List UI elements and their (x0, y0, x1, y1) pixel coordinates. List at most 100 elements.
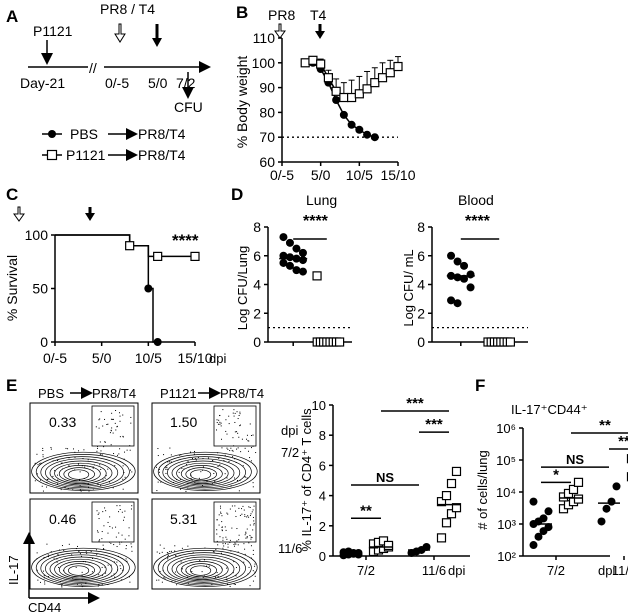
flow-event-p1121-11-6-60 (245, 532, 247, 534)
flow-bg-event-pbs-11-6-65 (85, 582, 87, 584)
flow-bg-event-p1121-7-2-29 (242, 465, 244, 467)
flow-event-p1121-11-6-33 (219, 536, 221, 538)
lung-title: Lung (306, 192, 337, 208)
flow-event-p1121-7-2-48 (234, 431, 236, 433)
flow-bg-event-p1121-7-2-66 (187, 487, 189, 489)
flow-contour-pbs-7-2-8 (35, 454, 130, 490)
flow-event-p1121-11-6-46 (251, 511, 253, 513)
flow-contour-pbs-11-6-9 (31, 547, 136, 587)
flow-event-pbs-7-2-39 (122, 435, 124, 437)
chart-f-sig-label-2: ** (599, 417, 611, 434)
flow-event-pbs-11-6-19 (123, 516, 125, 518)
flow-bg-event-pbs-11-6-71 (98, 584, 100, 586)
flow-bg-event-p1121-7-2-65 (194, 457, 196, 459)
flow-event-p1121-11-6-3 (224, 526, 226, 528)
flow-bg-event-pbs-11-6-59 (101, 574, 103, 576)
flow-bg-event-pbs-11-6-88 (59, 581, 61, 583)
flow-event-pbs-7-2-33 (111, 427, 113, 429)
flow-event-p1121-7-2-16 (232, 412, 234, 414)
flow-event-p1121-11-6-63 (221, 521, 223, 523)
flow-event-pbs-11-6-7 (118, 532, 120, 534)
flow-bg-event-p1121-11-6-30 (233, 561, 235, 563)
flow-event-pbs-11-6-17 (131, 546, 133, 548)
flow-event-p1121-7-2-6 (228, 423, 230, 425)
flow-bg-event-p1121-7-2-48 (157, 448, 159, 450)
flow-event-p1121-11-6-58 (249, 534, 251, 536)
flow-event-pbs-11-6-14 (121, 534, 123, 536)
flow-event-p1121-11-6-25 (225, 536, 227, 538)
flow-bg-event-pbs-11-6-81 (121, 579, 123, 581)
flow-bg-event-p1121-11-6-34 (233, 583, 235, 585)
chart-f-sig-label-3: ** (618, 433, 628, 450)
flow-event-p1121-7-2-26 (237, 418, 239, 420)
panel-c-letter: C (6, 185, 18, 204)
flow-bg-event-p1121-7-2-30 (194, 481, 196, 483)
flow-event-pbs-11-6-33 (115, 526, 117, 528)
flow-event-pbs-7-2-27 (111, 412, 113, 414)
flow-event-p1121-7-2-28 (234, 412, 236, 414)
flow-event-pbs-11-6-31 (98, 518, 100, 520)
flow-bg-event-pbs-7-2-24 (74, 451, 76, 453)
flow-event-p1121-11-6-55 (250, 536, 252, 538)
flow-bg-event-pbs-11-6-19 (111, 575, 113, 577)
flow-bg-event-pbs-7-2-56 (101, 454, 103, 456)
flow-event-p1121-11-6-0 (237, 544, 239, 546)
flow-bg-event-p1121-11-6-74 (212, 551, 214, 553)
chart-f-point-0-3 (544, 523, 553, 532)
flow-bg-event-pbs-11-6-83 (79, 553, 81, 555)
flow-bg-event-pbs-11-6-39 (129, 576, 131, 578)
flow-bg-event-pbs-11-6-52 (78, 550, 80, 552)
flow-contour-pbs-11-6-5 (49, 556, 113, 582)
flow-bg-event-pbs-11-6-41 (62, 570, 64, 572)
flow-bg-event-pbs-11-6-4 (50, 551, 52, 553)
flow-bg-event-pbs-11-6-33 (107, 583, 109, 585)
flow-event-p1121-11-6-71 (234, 505, 236, 507)
flow-bg-event-pbs-11-6-9 (61, 583, 63, 585)
flow-bg-event-p1121-11-6-25 (204, 547, 206, 549)
panel-e: E PBS PR8/T4 P1121 PR8/T4 dpi 7/2 11/6 0… (6, 376, 470, 615)
flow-event-p1121-11-6-76 (248, 516, 250, 518)
flow-bg-event-pbs-7-2-15 (87, 483, 89, 485)
flow-bg-event-p1121-7-2-42 (240, 451, 242, 453)
flow-event-p1121-11-6-2 (246, 537, 248, 539)
chart-e-ylabel: % IL-17⁺ of CD4⁺ T cells (299, 408, 314, 552)
flow-bg-event-pbs-7-2-80 (68, 457, 70, 459)
flow-bg-event-p1121-7-2-77 (160, 481, 162, 483)
flow-event-p1121-11-6-39 (231, 505, 233, 507)
flow-bg-event-pbs-7-2-11 (100, 485, 102, 487)
flow-bg-event-pbs-7-2-12 (56, 483, 58, 485)
flow-event-p1121-11-6-49 (226, 538, 228, 540)
flow-event-p1121-11-6-79 (252, 516, 254, 518)
timeline-0-5: 0/-5 (105, 75, 129, 91)
flow-bg-event-pbs-11-6-45 (58, 566, 60, 568)
chart-d-lung-point-0-7 (298, 256, 307, 265)
flow-event-p1121-11-6-23 (248, 506, 250, 508)
flow-bg-event-p1121-11-6-19 (169, 550, 171, 552)
flow-event-p1121-11-6-40 (238, 539, 240, 541)
flow-bg-event-pbs-11-6-68 (58, 549, 60, 551)
flow-bg-event-p1121-7-2-35 (194, 450, 196, 452)
flow-event-p1121-11-6-21 (253, 522, 255, 524)
chart-c-xtick-label-1: 5/0 (92, 350, 112, 366)
gate-value-pbs-11-6: 0.46 (49, 511, 76, 527)
flow-event-pbs-7-2-14 (109, 432, 111, 434)
flow-bg-event-p1121-11-6-50 (181, 547, 183, 549)
flow-bg-event-p1121-7-2-46 (157, 455, 159, 457)
e-row2-label: 11/6 (278, 541, 302, 556)
flow-event-pbs-11-6-35 (105, 510, 107, 512)
flow-bg-event-pbs-7-2-10 (104, 477, 106, 479)
flow-bg-event-pbs-11-6-47 (57, 553, 59, 555)
flow-bg-event-p1121-11-6-72 (161, 581, 163, 583)
flow-bg-event-pbs-7-2-30 (60, 462, 62, 464)
flow-bg-event-pbs-7-2-32 (42, 450, 44, 452)
flow-bg-event-pbs-11-6-22 (113, 561, 115, 563)
flow-bg-event-pbs-11-6-13 (36, 558, 38, 560)
panel-d-letter: D (231, 185, 243, 204)
flow-bg-event-p1121-7-2-50 (217, 452, 219, 454)
flow-bg-event-pbs-7-2-81 (107, 468, 109, 470)
flow-bg-event-pbs-7-2-40 (124, 476, 126, 478)
flow-event-p1121-7-2-25 (225, 430, 227, 432)
flow-event-p1121-7-2-46 (220, 422, 222, 424)
flow-event-p1121-11-6-70 (249, 515, 251, 517)
